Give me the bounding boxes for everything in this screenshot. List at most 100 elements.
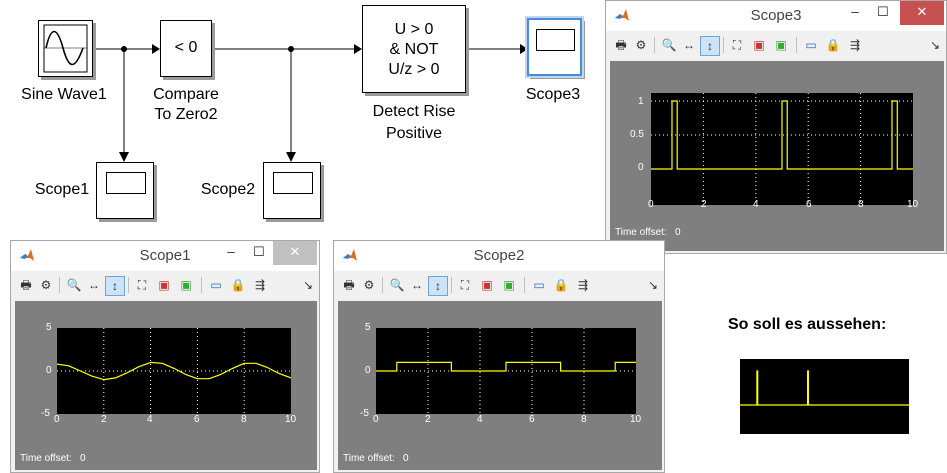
save-axes-icon[interactable]: ▣	[481, 278, 493, 292]
scope1-xtick: 0	[54, 414, 60, 425]
scope2-ytick: 5	[365, 322, 371, 333]
toolbar-separator	[451, 277, 452, 293]
sine-wave-label: Sine Wave1	[21, 86, 107, 103]
save-axes-icon[interactable]: ▣	[158, 278, 170, 292]
floating-scope-icon[interactable]: ▭	[533, 278, 545, 292]
scope1-minimize-button[interactable]: –	[227, 244, 235, 259]
toolbar-overflow-icon[interactable]: ↘	[302, 278, 314, 292]
toolbar-separator	[382, 277, 383, 293]
scope3-trace-layer	[651, 93, 913, 205]
restore-axes-icon[interactable]: ▣	[503, 278, 515, 292]
scope3-maximize-button[interactable]: ☐	[877, 4, 889, 19]
scope3-ytick: 0.5	[630, 129, 644, 140]
scope3-titlebar[interactable]: Scope3 – ☐ ✕	[606, 1, 946, 31]
floating-scope-icon[interactable]: ▭	[210, 278, 222, 292]
toolbar-overflow-icon[interactable]: ↘	[929, 38, 941, 52]
scope1-ytick: 5	[46, 322, 52, 333]
zoom-icon[interactable]: 🔍	[389, 278, 405, 292]
scope1-window: Scope1 – ☐ ✕ 🖶 ⚙ 🔍 ↔ ↕ ⛶ ▣ ▣ ▭ 🔒 ⇶ ↘ 5 0…	[10, 240, 320, 473]
compare-to-zero-text: < 0	[174, 39, 198, 56]
parameters-icon[interactable]: ⚙	[40, 278, 52, 292]
scope1-maximize-button[interactable]: ☐	[253, 244, 265, 259]
scope1-xtick: 4	[147, 414, 153, 425]
scope3-xtick: 8	[858, 199, 864, 210]
scope2-xtick: 0	[373, 414, 379, 425]
lock-icon[interactable]: 🔒	[230, 278, 246, 292]
toolbar-separator	[59, 277, 60, 293]
print-icon[interactable]: 🖶	[615, 38, 627, 52]
compare-to-zero-label-line2: To Zero2	[154, 106, 218, 123]
scope1-toolbar: 🖶 ⚙ 🔍 ↔ ↕ ⛶ ▣ ▣ ▭ 🔒 ⇶ ↘	[15, 274, 315, 296]
zoom-icon[interactable]: 🔍	[661, 38, 677, 52]
scope1-screen-icon	[106, 172, 146, 194]
scope3-block[interactable]	[527, 18, 582, 76]
zoom-y-icon[interactable]: ↕	[700, 36, 720, 56]
autoscale-icon[interactable]: ⛶	[460, 278, 470, 292]
scope2-ytick: -5	[360, 408, 369, 419]
scope2-block-label: Scope2	[200, 181, 256, 198]
floating-scope-icon[interactable]: ▭	[805, 38, 817, 52]
scope2-block[interactable]	[263, 162, 321, 219]
scope3-window-title: Scope3	[750, 7, 802, 24]
parameters-icon[interactable]: ⚙	[363, 278, 375, 292]
scope2-trace-layer	[376, 328, 636, 414]
matlab-logo-icon	[615, 9, 629, 21]
scope3-xtick: 6	[806, 199, 812, 210]
scope2-time-offset: Time offset: 0	[343, 453, 409, 464]
scope1-ytick: 0	[46, 365, 52, 376]
zoom-x-icon[interactable]: ↔	[683, 38, 695, 52]
scope3-xtick: 0	[648, 199, 654, 210]
scope1-close-button[interactable]: ✕	[273, 241, 317, 265]
expected-plot	[740, 359, 909, 434]
lock-icon[interactable]: 🔒	[553, 278, 569, 292]
toolbar-separator	[723, 37, 724, 53]
scope1-block-label: Scope1	[34, 181, 90, 198]
signal-trace	[376, 361, 636, 372]
zoom-x-icon[interactable]: ↔	[411, 278, 423, 292]
scope3-minimize-button[interactable]: –	[851, 4, 859, 19]
zoom-y-icon[interactable]: ↕	[105, 276, 125, 296]
zoom-icon[interactable]: 🔍	[66, 278, 82, 292]
autoscale-icon[interactable]: ⛶	[137, 278, 147, 292]
scope2-ytick: 0	[365, 365, 371, 376]
matlab-logo-icon	[343, 249, 357, 261]
save-axes-icon[interactable]: ▣	[753, 38, 765, 52]
signal-trace	[57, 361, 291, 381]
print-icon[interactable]: 🖶	[20, 278, 32, 292]
scope1-xtick: 10	[285, 414, 297, 425]
scope3-window: Scope3 – ☐ ✕ 🖶 ⚙ 🔍 ↔ ↕ ⛶ ▣ ▣ ▭ 🔒 ⇶ ↘ 1 0…	[605, 0, 947, 254]
scope3-time-offset: Time offset: 0	[615, 227, 681, 238]
toolbar-overflow-icon[interactable]: ↘	[647, 278, 659, 292]
zoom-x-icon[interactable]: ↔	[88, 278, 100, 292]
scope1-titlebar[interactable]: Scope1 – ☐ ✕	[11, 241, 319, 271]
sine-wave-block[interactable]	[38, 20, 93, 77]
scope3-block-label: Scope3	[525, 86, 581, 103]
signal-selector-icon[interactable]: ⇶	[254, 278, 266, 292]
restore-axes-icon[interactable]: ▣	[180, 278, 192, 292]
signal-selector-icon[interactable]: ⇶	[577, 278, 589, 292]
lock-icon[interactable]: 🔒	[825, 38, 841, 52]
scope1-block[interactable]	[96, 162, 154, 219]
scope1-plot-area: 5 0 -5 0 2 4 6 8 10 Time offset: 0	[15, 301, 317, 470]
toolbar-separator	[524, 277, 525, 293]
compare-to-zero-block[interactable]: < 0	[160, 20, 212, 77]
scope3-close-button[interactable]: ✕	[900, 1, 944, 25]
scope1-time-offset: Time offset: 0	[20, 453, 86, 464]
scope2-plot-area: 5 0 -5 0 2 4 6 8 10 Time offset: 0	[338, 301, 662, 470]
zoom-y-icon[interactable]: ↕	[428, 276, 448, 296]
restore-axes-icon[interactable]: ▣	[775, 38, 787, 52]
print-icon[interactable]: 🖶	[343, 278, 355, 292]
scope2-titlebar[interactable]: Scope2	[334, 241, 664, 271]
signal-selector-icon[interactable]: ⇶	[849, 38, 861, 52]
matlab-logo-icon	[20, 249, 34, 261]
autoscale-icon[interactable]: ⛶	[732, 38, 742, 52]
compare-to-zero-label-line1: Compare	[153, 86, 219, 103]
scope1-xtick: 6	[194, 414, 200, 425]
toolbar-separator	[128, 277, 129, 293]
detect-rise-positive-block[interactable]: U > 0 & NOT U/z > 0	[362, 5, 466, 93]
parameters-icon[interactable]: ⚙	[635, 38, 647, 52]
toolbar-separator	[796, 37, 797, 53]
scope3-xtick: 4	[753, 199, 759, 210]
scope2-xtick: 4	[477, 414, 483, 425]
scope3-xtick: 2	[701, 199, 707, 210]
